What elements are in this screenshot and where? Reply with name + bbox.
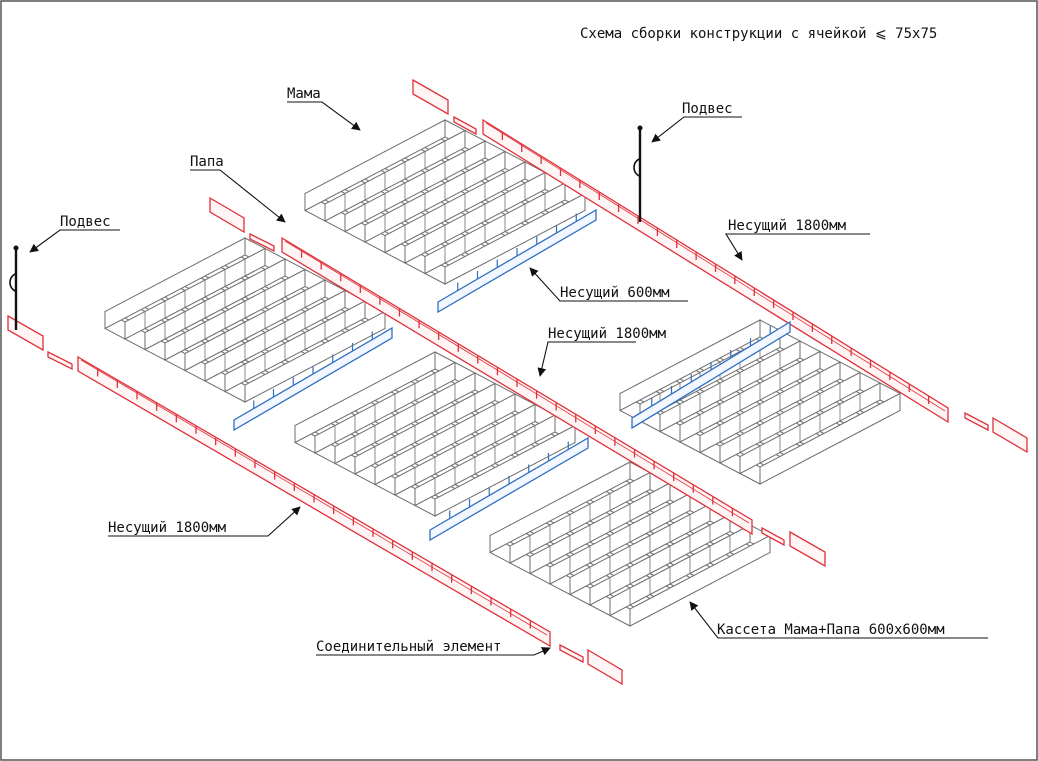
grid-wall [414, 414, 556, 507]
leader-kasseta [689, 601, 988, 639]
carrier-end-bottom-right [587, 648, 623, 686]
hanger-spring [9, 272, 17, 293]
label-nesushchiy-1800-mid: Несущий 1800мм [548, 326, 667, 342]
grid-wall [224, 300, 366, 393]
cross-rail-bottom [429, 436, 589, 542]
label-soedinitelnyy: Соединительный элемент [316, 639, 501, 655]
cassette-grids [104, 119, 901, 627]
leader-lines [29, 101, 988, 656]
grid-wall [364, 150, 506, 243]
grid-wall [394, 403, 536, 496]
leader-nesushchiy-600 [529, 267, 688, 302]
carrier-middle [281, 236, 753, 536]
grid-wall [144, 258, 286, 351]
carrier-end-mid-left [209, 196, 245, 234]
carrier-end-mid-right [789, 530, 826, 568]
carrier-end-top-right [992, 416, 1028, 454]
leader-podves-left [29, 229, 120, 253]
grid-wall [569, 503, 711, 596]
carrier-top [482, 118, 949, 424]
grid-wall [244, 310, 386, 403]
cross-rail-body [631, 320, 791, 430]
carrier-rails [7, 78, 1028, 686]
grid-wall [589, 513, 731, 606]
connector-mid-left [249, 232, 275, 253]
cassette-bottom [489, 461, 771, 627]
grid-wall [324, 129, 466, 222]
connector-mid-right [761, 526, 785, 547]
leader-nesushchiy-1800-top [725, 233, 870, 261]
carrier-bottom [77, 355, 551, 648]
leader-papa [190, 169, 286, 223]
hanger-left [9, 245, 19, 330]
label-mama: Мама [287, 86, 321, 102]
grid-wall [104, 237, 246, 330]
carrier-end-bottom-left [7, 314, 44, 352]
grid-wall [334, 372, 476, 465]
leader-nesushchiy-1800-mid [537, 341, 636, 377]
diagram-title: Схема сборки конструкции с ячейкой ⩽ 75х… [580, 26, 937, 42]
grid-wall [629, 534, 771, 627]
cassette-center [294, 351, 576, 517]
connector-top-left [453, 115, 477, 136]
grid-wall [489, 461, 631, 554]
leader-nesushchiy-1800-bottom [108, 506, 301, 537]
hanger-right [633, 125, 643, 222]
grid-wall [699, 361, 841, 454]
hanger-spring [633, 157, 641, 178]
hangers [9, 125, 643, 330]
grid-wall [444, 192, 586, 285]
grid-wall [434, 424, 576, 517]
carrier-end-top-left [412, 78, 449, 116]
cross-rail-body [437, 208, 597, 314]
grid-wall [424, 182, 566, 275]
label-nesushchiy-600: Несущий 600мм [560, 285, 670, 301]
connector-bottom-left [47, 350, 73, 371]
grid-wall [619, 319, 761, 412]
grid-wall [384, 161, 526, 254]
grid-wall [294, 351, 436, 444]
grid-wall [719, 371, 861, 464]
cross-rail-right [631, 320, 791, 430]
grid-wall [164, 268, 306, 361]
cross-rail-body [233, 326, 393, 432]
grid-wall [124, 247, 266, 340]
label-nesushchiy-1800-bottom: Несущий 1800мм [108, 520, 227, 536]
cross-rail-top [437, 208, 597, 314]
grid-wall [609, 524, 751, 617]
label-nesushchiy-1800-top: Несущий 1800мм [728, 218, 847, 234]
label-papa: Папа [190, 154, 224, 170]
connector-top-right [964, 411, 989, 432]
cross-rail-body [429, 436, 589, 542]
cross-rails [233, 208, 791, 542]
connector-bottom-right [559, 643, 584, 664]
cross-rail-left [233, 326, 393, 432]
grid-wall [759, 392, 901, 485]
grid-wall [304, 119, 446, 212]
grid-wall [739, 382, 881, 475]
leader-mama [287, 101, 361, 131]
grid-wall [509, 471, 651, 564]
grid-wall [314, 361, 456, 454]
grid-wall [374, 393, 516, 486]
grid-wall [679, 350, 821, 443]
grid-wall [529, 482, 671, 575]
leader-podves-right [651, 116, 742, 143]
grid-wall [204, 289, 346, 382]
grid-wall [344, 140, 486, 233]
label-podves-right: Подвес [682, 101, 733, 117]
grid-wall [404, 171, 546, 264]
leader-soedinitelnyy [316, 647, 551, 656]
label-podves-left: Подвес [60, 214, 111, 230]
cassette-papa [104, 237, 386, 403]
label-kasseta: Кассета Мама+Папа 600х600мм [717, 622, 945, 638]
grid-wall [659, 340, 801, 433]
cassette-mama [304, 119, 586, 285]
grid-wall [184, 279, 326, 372]
grid-wall [549, 492, 691, 585]
grid-wall [354, 382, 496, 475]
